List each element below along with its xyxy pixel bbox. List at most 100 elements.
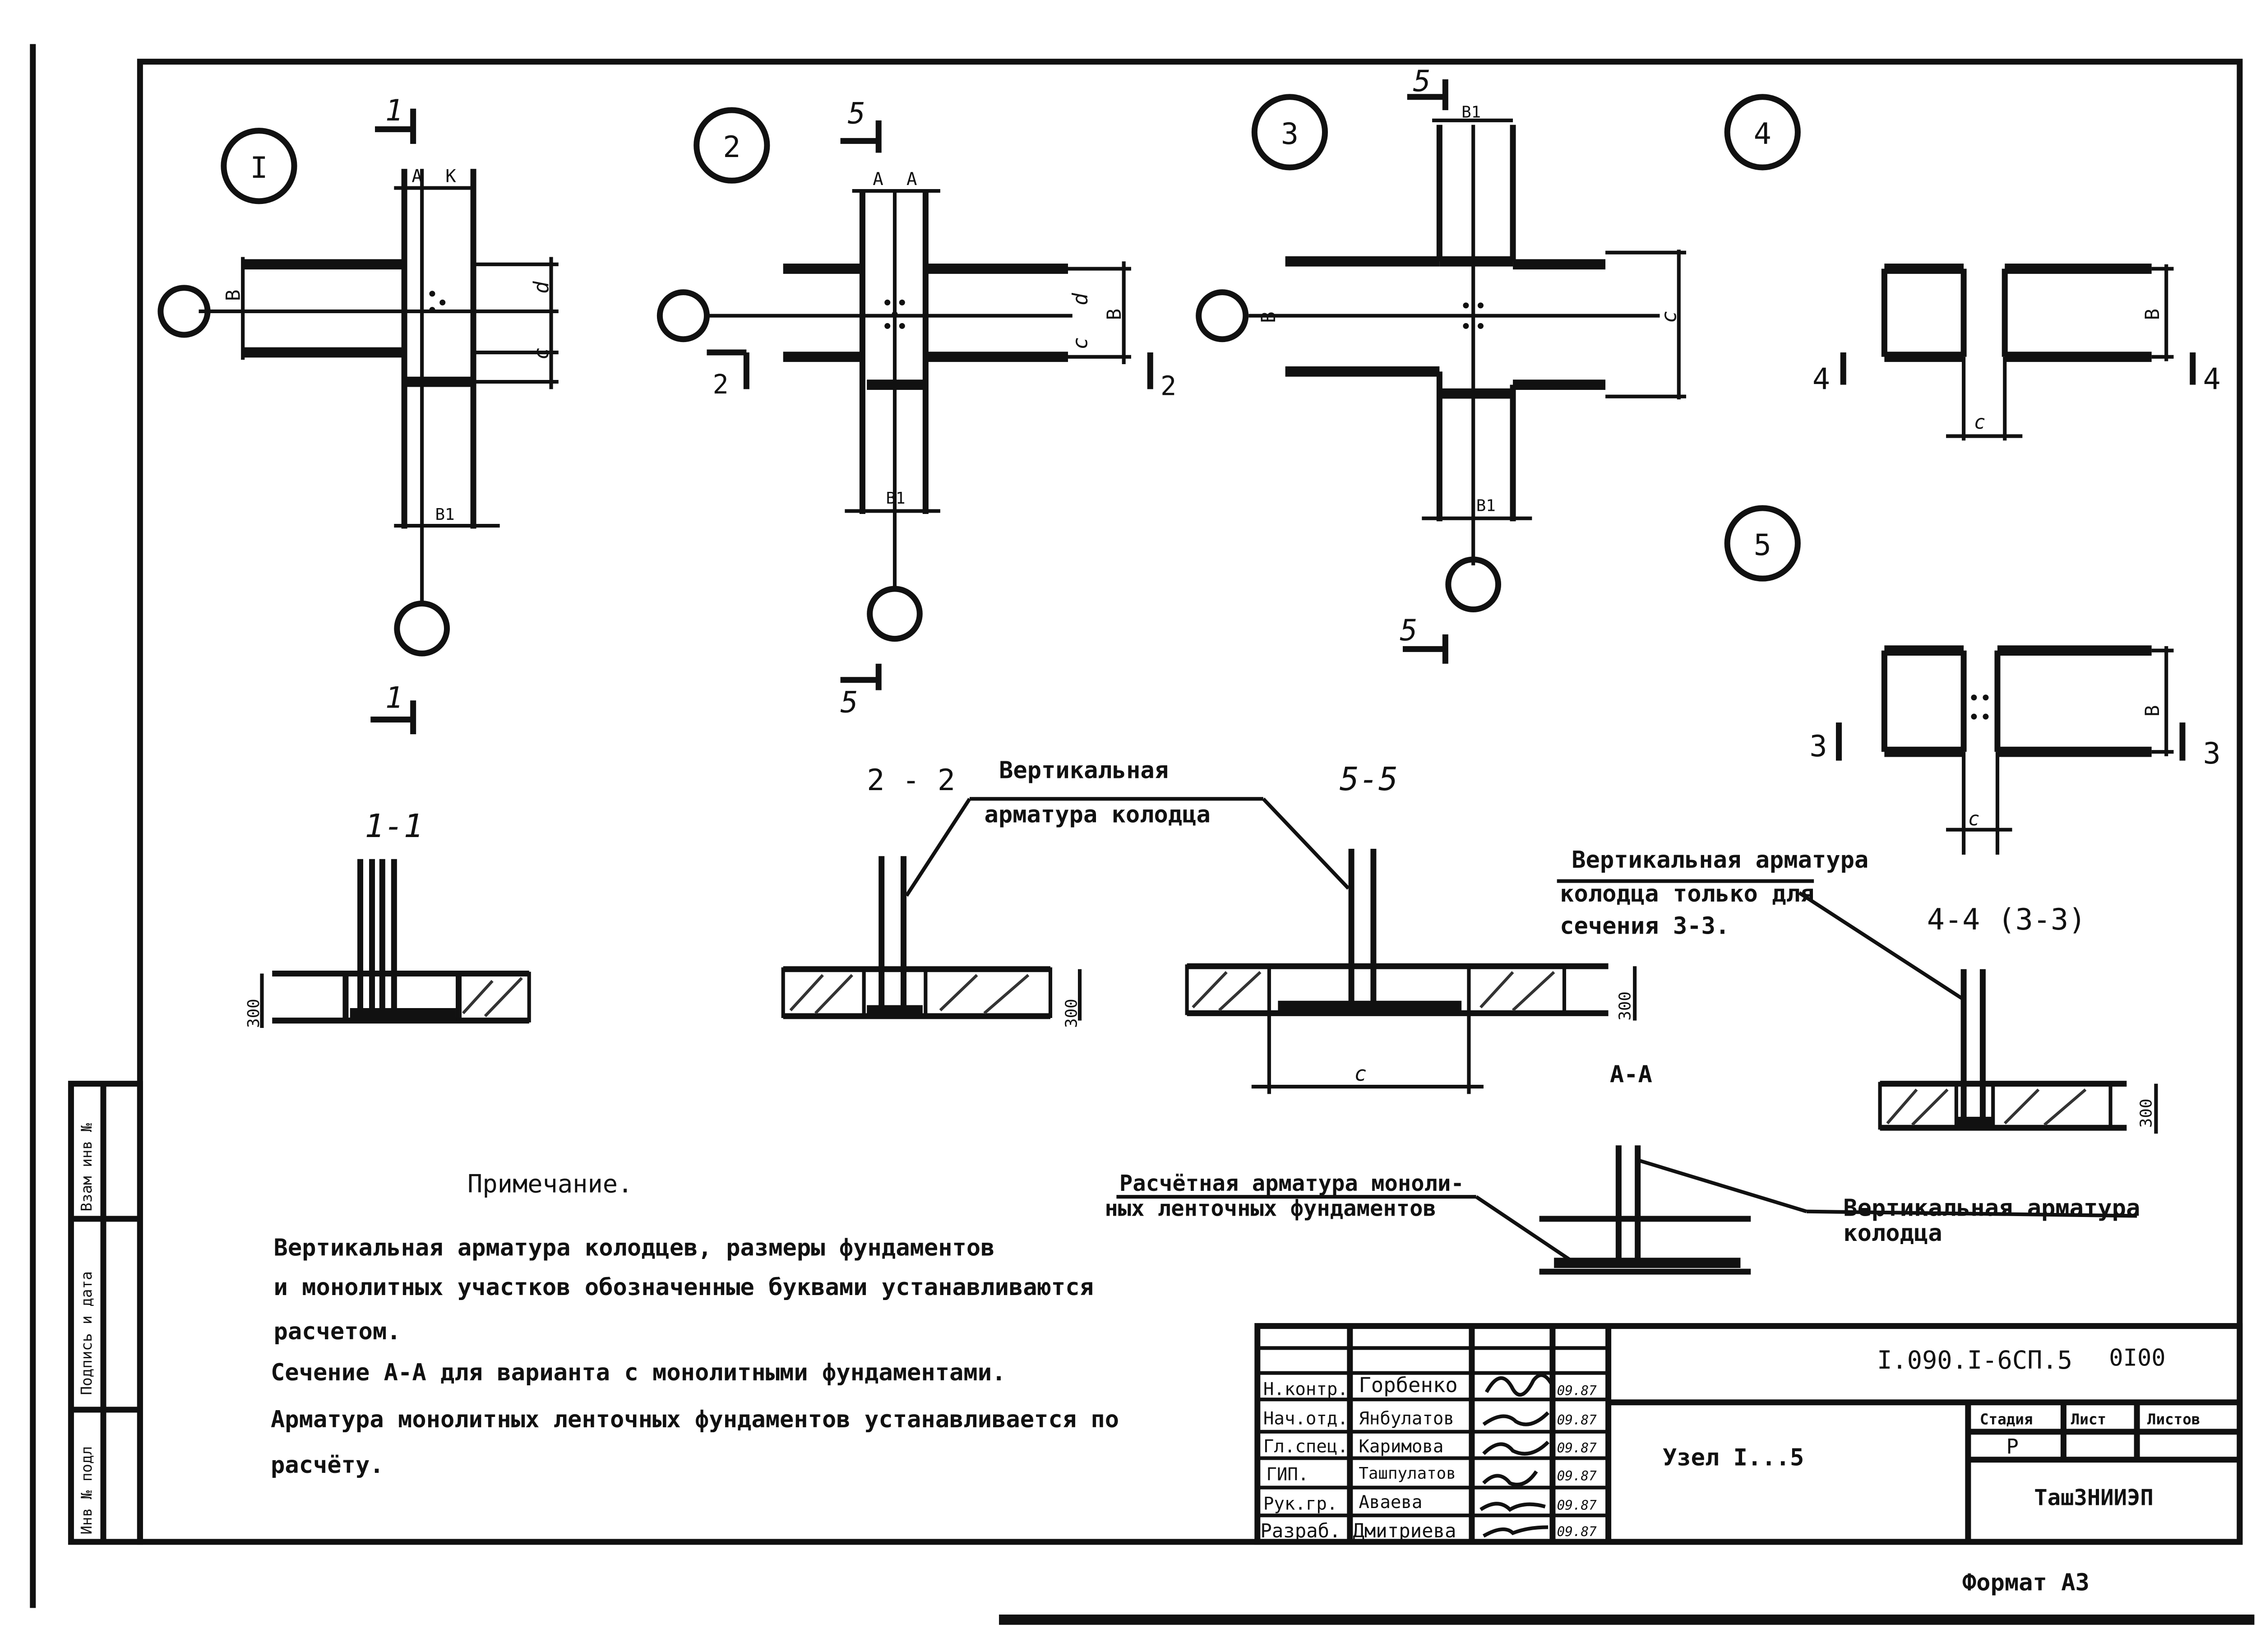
node-2-section-top: 5 <box>848 97 865 130</box>
strip-label-sign: Подпись и дата <box>78 1271 95 1395</box>
node-5-dim-c: c <box>1968 808 1979 830</box>
tb-date-5: 09.87 <box>1557 1524 1597 1539</box>
node-2-circle <box>693 107 770 184</box>
node-3-dim-c1: B1 <box>1476 496 1496 515</box>
section-2-2-title: 2 - 2 <box>867 764 955 797</box>
signatures <box>1479 1373 1553 1538</box>
node-3-label: 3 <box>1281 117 1299 151</box>
node-4-section-right: 4 <box>2203 362 2221 396</box>
node-3-section-bottom: 5 <box>1400 614 1417 648</box>
note-line-4: Сечение А-А для варианта с монолитными ф… <box>271 1359 1006 1386</box>
section-4-4 <box>1878 969 2158 1134</box>
callout-vertical-3-3-line2: колодца только для <box>1560 880 1814 907</box>
section-1-1-dim-300: 300 <box>245 999 263 1028</box>
node-2-section-bottom: 5 <box>841 685 858 719</box>
note-title: Примечание. <box>467 1170 633 1199</box>
section-4-4-dim-300: 300 <box>2137 1099 2156 1128</box>
callout-vertical-aa-line2: колодца <box>1843 1220 1942 1247</box>
node-1-circle <box>221 128 297 204</box>
node-1-section-bottom: 1 <box>385 681 403 715</box>
callout-vertical-3-3-line1: Вертикальная арматура <box>1572 847 1868 874</box>
tb-sheets-label: Листов <box>2147 1411 2201 1428</box>
strip-label-replace: Взам инв № <box>78 1123 95 1211</box>
node-1-dim-c: c <box>529 347 553 360</box>
tb-date-4: 09.87 <box>1557 1497 1597 1513</box>
node-2-dim-d: d <box>1068 293 1092 305</box>
tb-date-3: 09.87 <box>1557 1468 1597 1483</box>
section-1-1-title: 1-1 <box>365 807 423 845</box>
note-line-3: расчетом. <box>273 1318 401 1345</box>
node-1-plan: I 1 1 <box>157 94 559 735</box>
callout-calc-line2: ных ленточных фундаментов <box>1105 1195 1436 1221</box>
node-2-plan: 2 5 <box>656 97 1153 690</box>
tb-org: ТашЗНИИЭП <box>2034 1485 2153 1511</box>
tb-sheet-code: 0I00 <box>2109 1344 2165 1371</box>
node-3-plan: 3 5 <box>1196 65 1687 664</box>
node-4-dim-b: B <box>2141 309 2164 320</box>
tb-role-5: Разраб. <box>1260 1520 1341 1542</box>
node-5-plan: 5 <box>1724 505 2186 855</box>
callout-vertical-3-3-line3: сечения 3-3. <box>1560 913 1729 940</box>
title-block <box>1254 1323 2243 1545</box>
callout-vertical-aa-line1: Вертикальная арматура <box>1843 1194 2140 1222</box>
node-3-dim-b1-top: B1 <box>1461 103 1481 121</box>
note-line-1: Вертикальная арматура колодцев, размеры … <box>273 1234 994 1261</box>
tb-name-1: Янбулатов <box>1359 1409 1454 1429</box>
section-5-5-title: 5-5 <box>1340 760 1398 798</box>
node-5-dim-b: B <box>2141 705 2164 717</box>
node-1-dim-b1: B1 <box>435 505 454 524</box>
node-5-circle <box>1724 505 1801 582</box>
tb-date-2: 09.87 <box>1557 1440 1597 1455</box>
tb-role-2: Гл.спец. <box>1263 1436 1348 1457</box>
section-a-a <box>1116 1145 2137 1275</box>
section-2-2-dim-300: 300 <box>1063 999 1081 1028</box>
node-3-dim-c: c <box>1657 311 1681 323</box>
tb-role-4: Рук.гр. <box>1263 1494 1338 1514</box>
node-1-dim-d: d <box>529 281 553 294</box>
node-3-section-top: 5 <box>1413 65 1431 98</box>
note-line-5: Арматура монолитных ленточных фундаменто… <box>271 1406 1119 1433</box>
node-1-dim-k: K <box>445 167 456 187</box>
node-4-label: 4 <box>1754 117 1771 151</box>
strip-label-inv: Инв № подл <box>78 1446 95 1535</box>
node-2-dim-b1: B1 <box>886 489 906 508</box>
note-line-2: и монолитных участков обозначенные буква… <box>273 1274 1093 1301</box>
node-3-dim-b: B <box>1257 311 1280 323</box>
tb-name-2: Каримова <box>1359 1436 1443 1457</box>
node-4-plan: 4 <box>1724 94 2196 441</box>
tb-date-1: 09.87 <box>1557 1412 1597 1428</box>
node-3-circle <box>1251 94 1328 171</box>
tb-sheet-label: Лист <box>2071 1411 2106 1428</box>
tb-role-0: Н.контр. <box>1263 1379 1348 1400</box>
node-5-section-right: 3 <box>2203 737 2221 771</box>
node-1-label: I <box>250 151 268 185</box>
tb-stage-label: Стадия <box>1980 1411 2033 1428</box>
callout-vertical-reinforcement <box>905 797 1350 897</box>
section-a-a-title: A-A <box>1610 1061 1652 1088</box>
node-5-section-left: 3 <box>1809 730 1827 764</box>
callout-vertical-line1: Вертикальная <box>999 757 1169 784</box>
node-2-section-right: 2 <box>1160 370 1176 401</box>
node-4-dim-c: c <box>1974 411 1985 433</box>
node-4-section-left: 4 <box>1812 362 1830 396</box>
tb-role-3: ГИП. <box>1266 1464 1308 1485</box>
section-5-5-dim-300: 300 <box>1616 991 1634 1021</box>
callout-vertical-3-3 <box>1557 879 1964 1000</box>
tb-name-4: Аваева <box>1359 1492 1422 1513</box>
node-2-label: 2 <box>723 130 740 164</box>
node-1-dim-a: A <box>411 167 422 187</box>
node-2-dim-a-left: A <box>873 169 883 190</box>
callout-calc-line1: Расчётная арматура моноли- <box>1119 1171 1464 1196</box>
node-4-circle <box>1724 94 1801 171</box>
tb-role-1: Нач.отд. <box>1263 1409 1348 1429</box>
section-2-2 <box>781 856 1082 1021</box>
node-2-section-left: 2 <box>713 369 729 400</box>
tb-name-0: Горбенко <box>1359 1373 1457 1397</box>
node-5-label: 5 <box>1754 528 1771 562</box>
tb-doc-code: I.090.I-6СП.5 <box>1877 1346 2072 1375</box>
node-2-dim-b: B <box>1103 309 1125 320</box>
format-label: Формат А3 <box>1962 1569 2090 1596</box>
node-1-section-top: 1 <box>385 94 403 128</box>
tb-name-3: Ташпулатов <box>1359 1464 1456 1483</box>
section-1-1 <box>260 859 531 1028</box>
